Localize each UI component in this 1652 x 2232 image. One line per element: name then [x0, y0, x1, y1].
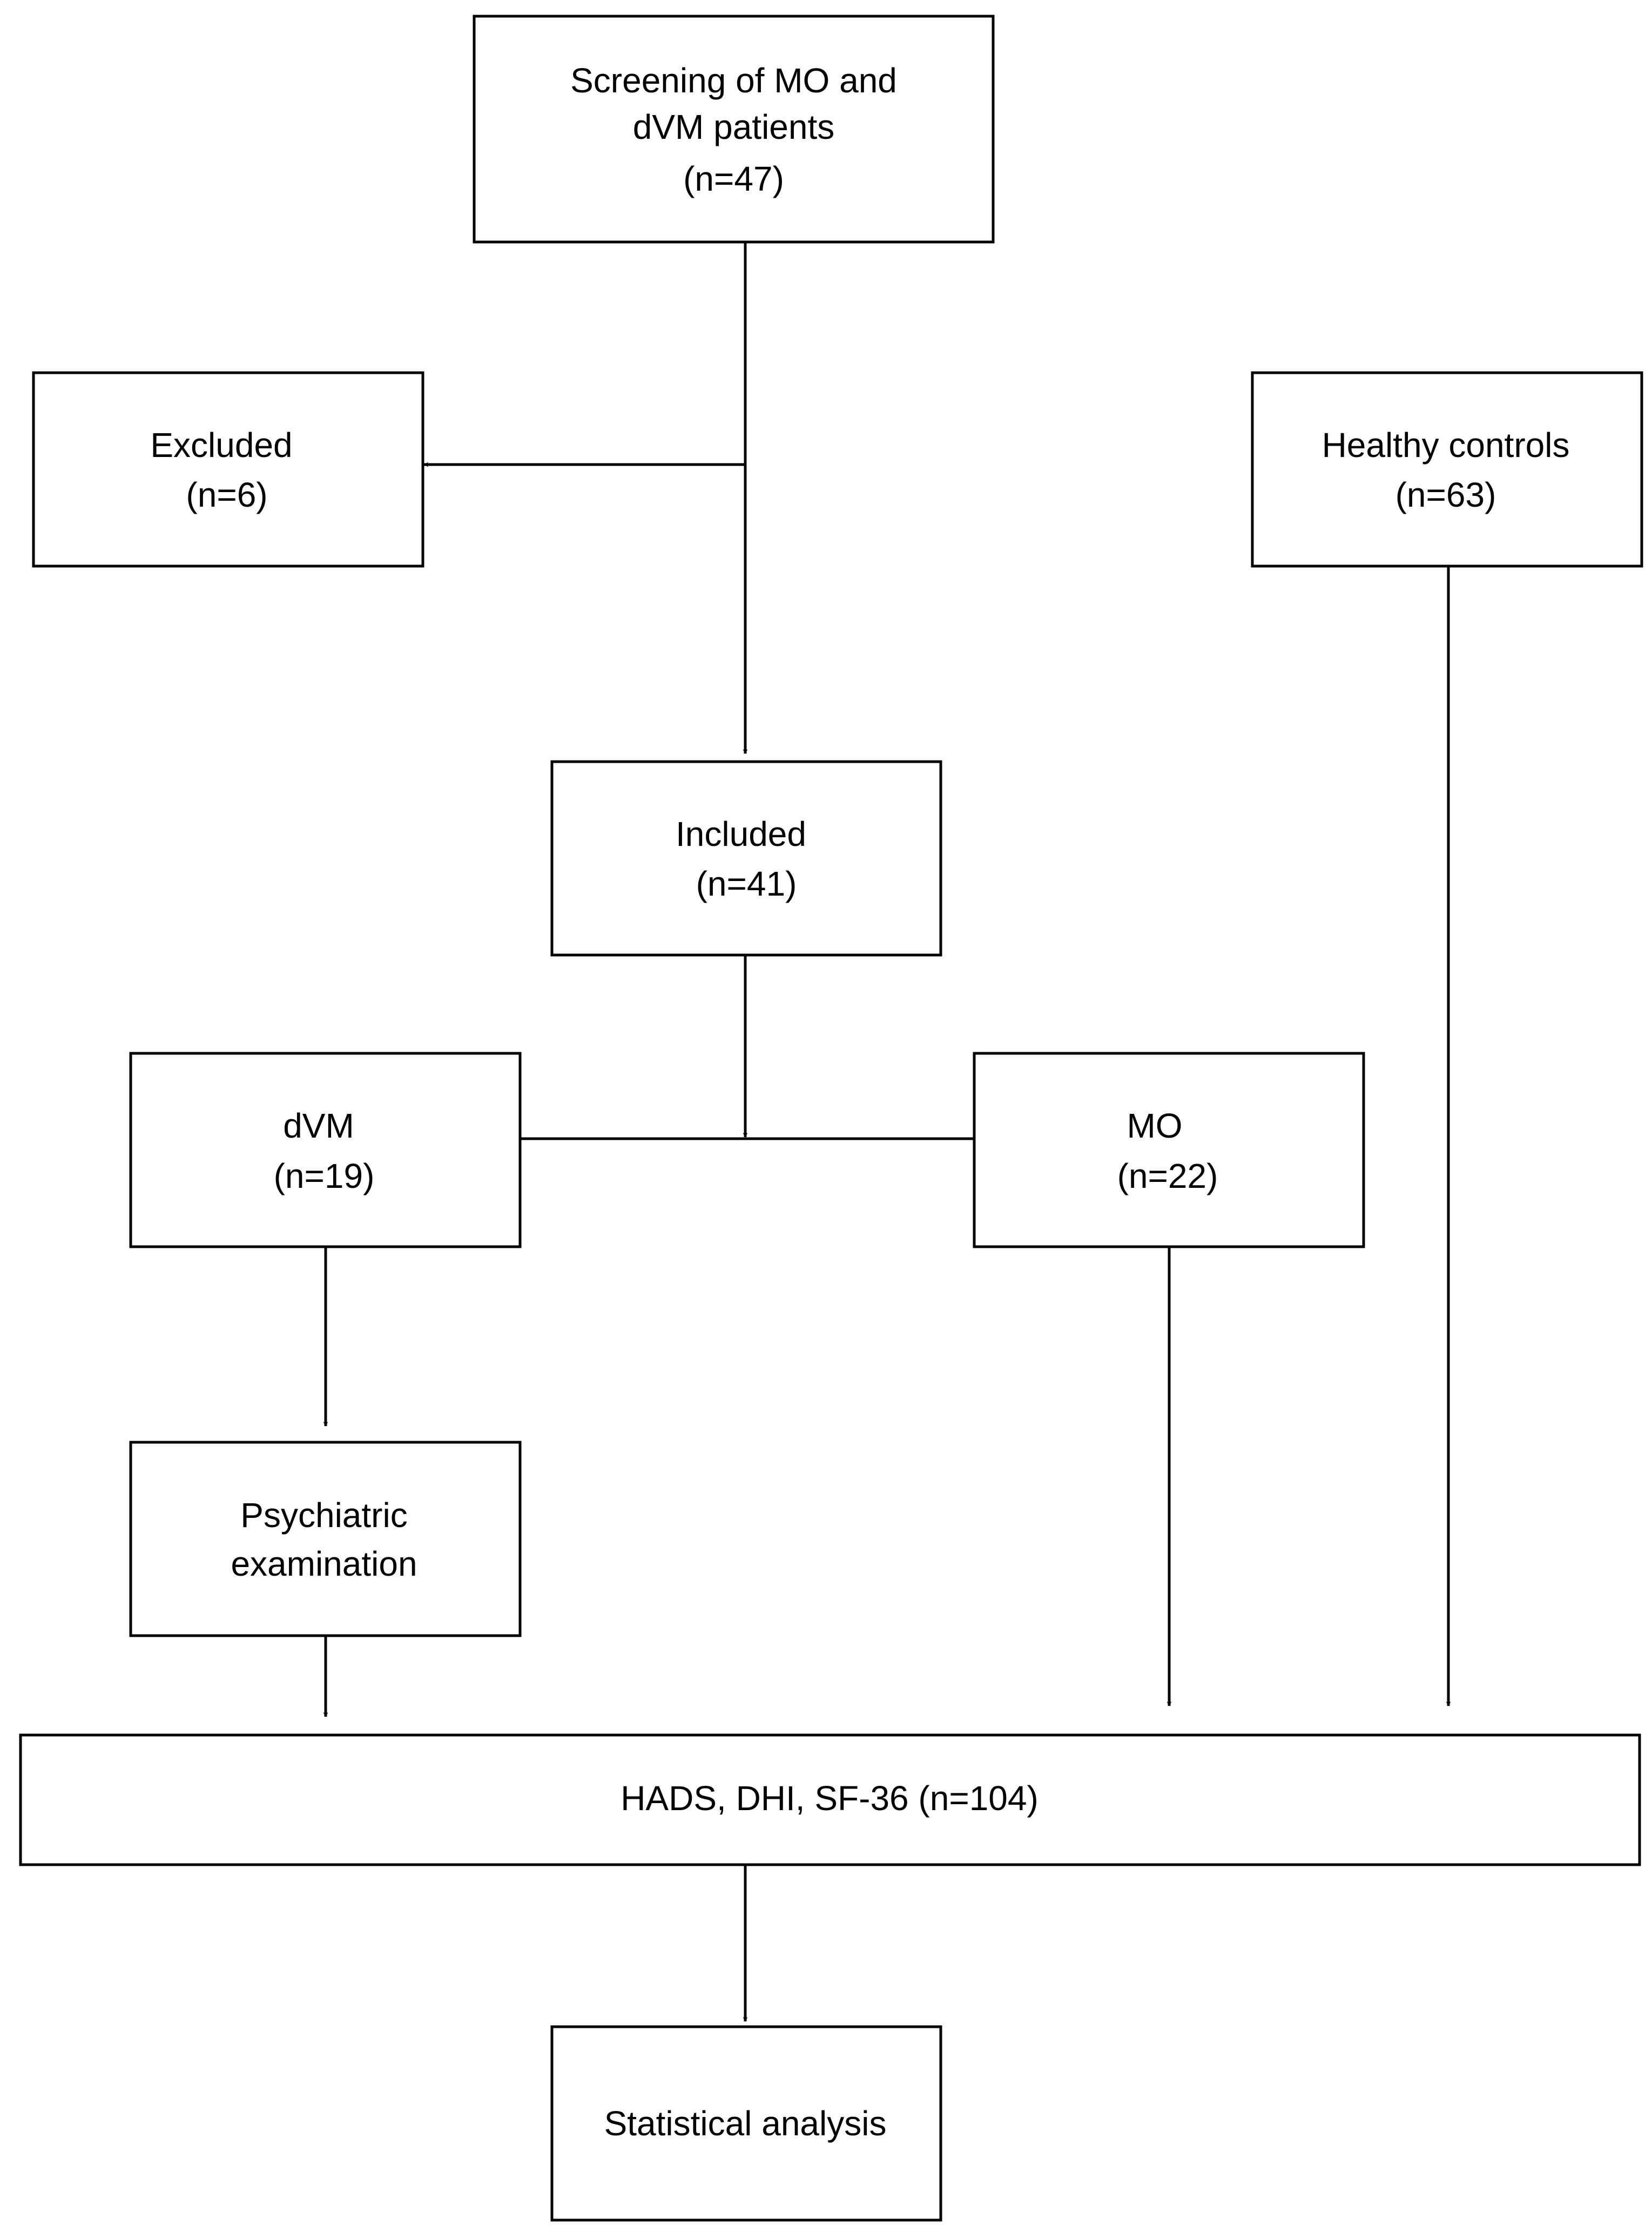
healthy-controls-label: Healthy controls: [1322, 426, 1570, 465]
statistical-analysis-label: Statistical analysis: [604, 2104, 887, 2143]
screening-box: Screening of MO and dVM patients (n=47): [473, 15, 995, 244]
psychiatric-line-2: examination: [231, 1544, 417, 1583]
mo-box: MO (n=22): [973, 1052, 1365, 1248]
mo-count: (n=22): [1117, 1157, 1218, 1195]
dvm-box: dVM (n=19): [129, 1052, 522, 1248]
healthy-controls-count: (n=63): [1395, 475, 1496, 514]
screening-count: (n=47): [683, 159, 784, 198]
questionnaires-box: HADS, DHI, SF-36 (n=104): [19, 1733, 1641, 1866]
healthy-controls-box: Healthy controls (n=63): [1251, 371, 1643, 568]
excluded-count: (n=6): [186, 475, 267, 514]
included-count: (n=41): [696, 864, 797, 903]
mo-label: MO: [1127, 1106, 1182, 1145]
screening-line-2: dVM patients: [633, 107, 835, 146]
psychiatric-box: Psychiatric examination: [129, 1441, 522, 1637]
excluded-label: Excluded: [150, 426, 292, 465]
excluded-box: Excluded (n=6): [32, 371, 424, 568]
statistical-analysis-box: Statistical analysis: [550, 2025, 942, 2222]
screening-line-1: Screening of MO and: [570, 61, 897, 100]
connectors: [323, 242, 1451, 2022]
dvm-label: dVM: [283, 1106, 354, 1145]
psychiatric-line-1: Psychiatric: [240, 1496, 407, 1535]
dvm-count: (n=19): [274, 1157, 375, 1195]
included-label: Included: [676, 815, 806, 853]
questionnaires-label: HADS, DHI, SF-36 (n=104): [621, 1779, 1039, 1818]
included-box: Included (n=41): [550, 760, 942, 957]
